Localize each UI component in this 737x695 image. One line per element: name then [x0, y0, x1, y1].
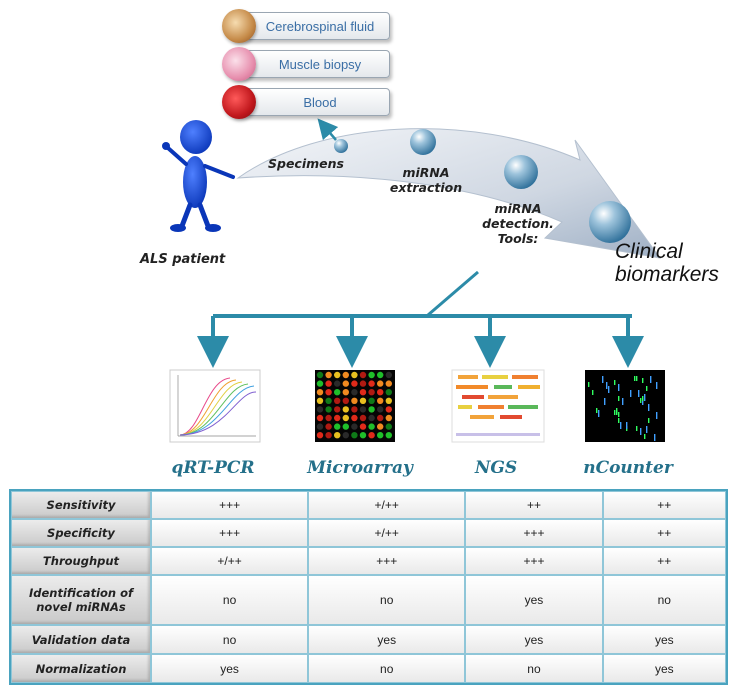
table-cell: no	[602, 575, 726, 625]
csf-thumbnail-icon	[222, 9, 256, 43]
workflow-arrow	[236, 128, 662, 259]
extraction-label: miRNA extraction	[386, 165, 466, 195]
table-cell: no	[151, 625, 309, 654]
comparison-table: Sensitivity +++ +/++ ++ ++ Specificity +…	[9, 489, 728, 685]
specimen-csf-box: Cerebrospinal fluid	[232, 12, 390, 40]
detection-label-line-2: detection.	[482, 216, 554, 231]
blood-thumbnail-icon	[222, 85, 256, 119]
clinical-line-1: Clinical	[615, 240, 683, 263]
table-cell: +++	[151, 491, 309, 519]
table-cell: +/++	[308, 519, 466, 547]
ncounter-image	[585, 370, 665, 442]
table-cell: yes	[308, 625, 466, 654]
specimen-muscle-box: Muscle biopsy	[232, 50, 390, 78]
detection-bead	[504, 155, 538, 189]
table-row: Normalization yes no no yes	[11, 654, 726, 683]
table-cell: no	[308, 654, 466, 683]
specimen-blood-box: Blood	[232, 88, 390, 116]
detection-label-line-1: miRNA	[494, 201, 542, 216]
row-header: Throughput	[11, 547, 151, 575]
table-cell: ++	[602, 519, 726, 547]
table-cell: yes	[602, 625, 726, 654]
extraction-bead	[410, 129, 436, 155]
table-cell: no	[308, 575, 466, 625]
row-header: Validation data	[11, 625, 151, 654]
table-cell: yes	[465, 625, 603, 654]
table-cell: ++	[602, 547, 726, 575]
table-cell: yes	[151, 654, 309, 683]
patient-figure	[162, 120, 235, 232]
clinical-biomarkers-label: Clinical biomarkers	[615, 240, 719, 286]
table-cell: no	[465, 654, 603, 683]
table-cell: +++	[308, 547, 466, 575]
table-cell: no	[151, 575, 309, 625]
tools-connector	[197, 270, 644, 368]
table-row: Validation data no yes yes yes	[11, 625, 726, 654]
row-header: Identification of novel miRNAs	[11, 575, 151, 625]
muscle-thumbnail-icon	[222, 47, 256, 81]
table-cell: ++	[465, 491, 603, 519]
tool-title-microarray: Microarray	[307, 458, 413, 478]
row-header: Normalization	[11, 654, 151, 683]
qrtpcr-plot-image	[169, 369, 261, 443]
tool-title-ncounter: nCounter	[583, 458, 673, 478]
row-header-line-1: Identification of	[29, 586, 133, 600]
table-row: Sensitivity +++ +/++ ++ ++	[11, 491, 726, 519]
tool-title-qrtpcr: qRT-PCR	[171, 458, 255, 478]
specimen-up-arrow	[317, 118, 339, 141]
extraction-label-line-1: miRNA	[402, 165, 450, 180]
patient-label: ALS patient	[140, 252, 226, 267]
table-row: Identification of novel miRNAs no no yes…	[11, 575, 726, 625]
table-cell: yes	[602, 654, 726, 683]
row-header: Sensitivity	[11, 491, 151, 519]
extraction-label-line-2: extraction	[389, 180, 463, 195]
table-row: Specificity +++ +/++ +++ ++	[11, 519, 726, 547]
table-cell: +/++	[151, 547, 309, 575]
row-header-line-2: novel miRNAs	[36, 600, 126, 614]
specimens-bead	[334, 139, 348, 153]
table-cell: +/++	[308, 491, 466, 519]
table-cell: yes	[465, 575, 603, 625]
table-row: Throughput +/++ +++ +++ ++	[11, 547, 726, 575]
ngs-image	[451, 369, 545, 443]
row-header: Specificity	[11, 519, 151, 547]
biomarker-bead	[589, 201, 631, 243]
table-cell: +++	[151, 519, 309, 547]
table-cell: ++	[602, 491, 726, 519]
detection-label: miRNA detection. Tools:	[478, 201, 558, 246]
detection-label-line-3: Tools:	[497, 231, 539, 246]
specimens-label: Specimens	[268, 156, 344, 171]
clinical-line-2: biomarkers	[615, 263, 719, 286]
tool-title-ngs: NGS	[474, 458, 518, 478]
table-cell: +++	[465, 519, 603, 547]
table-cell: +++	[465, 547, 603, 575]
microarray-image	[315, 370, 395, 442]
